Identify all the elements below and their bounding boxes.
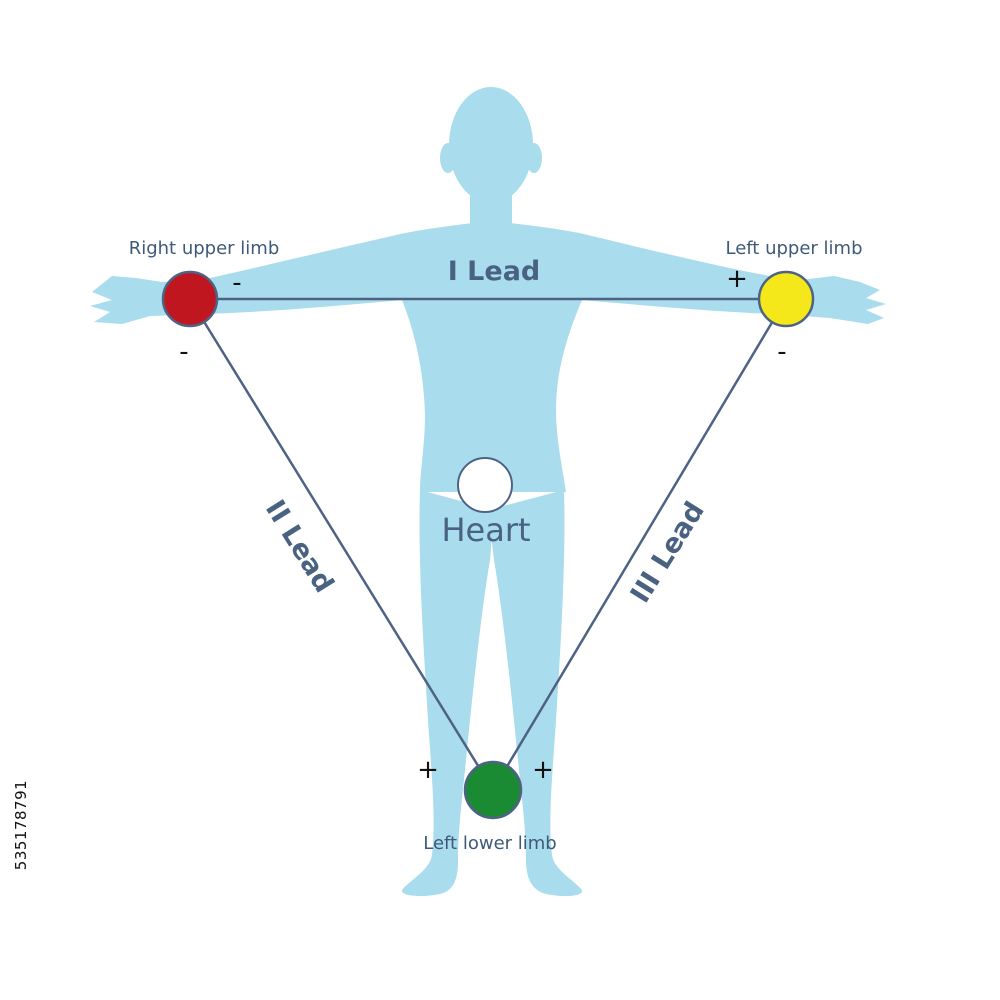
left-leg	[488, 490, 583, 897]
right-leg	[401, 490, 494, 897]
left-upper-limb-label: Left upper limb	[725, 238, 862, 259]
lead-1-positive-sign: +	[726, 264, 748, 294]
left-lower-limb-electrode	[463, 760, 523, 820]
lead-2-label: II Lead	[259, 495, 340, 598]
heart-label: Heart	[441, 511, 530, 549]
lead-2-positive-sign: +	[417, 755, 439, 785]
head	[449, 87, 533, 203]
right-upper-limb-electrode	[161, 270, 219, 328]
lead-2-line	[188, 298, 495, 791]
lead-3-negative-sign: -	[777, 337, 786, 367]
lead-1-label: I Lead	[448, 256, 541, 287]
body-silhouette	[90, 87, 886, 897]
stock-id: 535178791	[6, 770, 36, 880]
lead-3-line	[491, 298, 788, 791]
left-lower-limb-label: Left lower limb	[423, 833, 556, 854]
left-upper-limb-electrode	[757, 270, 815, 328]
lead-2-negative-sign: -	[179, 337, 188, 367]
torso-and-arms	[90, 222, 886, 492]
lead-3-positive-sign: +	[532, 755, 554, 785]
triangle-lines	[188, 297, 788, 791]
stock-id-text: 535178791	[12, 779, 30, 871]
lead-3-label: III Lead	[625, 497, 711, 609]
lead-1-negative-sign: -	[232, 268, 241, 298]
heart-marker	[457, 457, 513, 513]
right-upper-limb-label: Right upper limb	[129, 238, 280, 259]
